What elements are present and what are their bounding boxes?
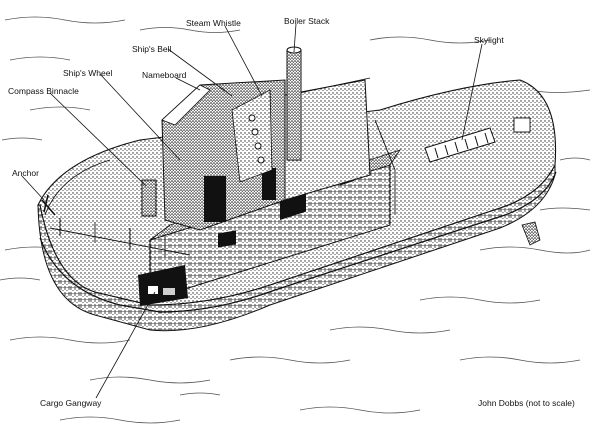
compass-binnacle-drawing — [141, 179, 157, 217]
label-skylight: Skylight — [474, 35, 504, 45]
label-ships-bell: Ship's Bell — [132, 44, 172, 54]
boiler-stack-drawing — [286, 49, 302, 161]
label-compass-binnacle: Compass Binnacle — [8, 86, 79, 96]
label-steam-whistle: Steam Whistle — [186, 18, 241, 28]
label-anchor: Anchor — [12, 168, 39, 178]
label-boiler-stack: Boiler Stack — [284, 16, 330, 26]
caption: John Dobbs (not to scale) — [478, 398, 575, 408]
label-cargo-gangway: Cargo Gangway — [40, 398, 102, 408]
leader-lines — [21, 23, 483, 399]
label-nameboard: Nameboard — [142, 70, 187, 80]
anchor-drawing — [41, 194, 56, 216]
label-ships-wheel: Ship's Wheel — [63, 68, 113, 78]
skylight-drawing — [424, 127, 496, 163]
cargo-gangway-opening — [138, 265, 188, 306]
